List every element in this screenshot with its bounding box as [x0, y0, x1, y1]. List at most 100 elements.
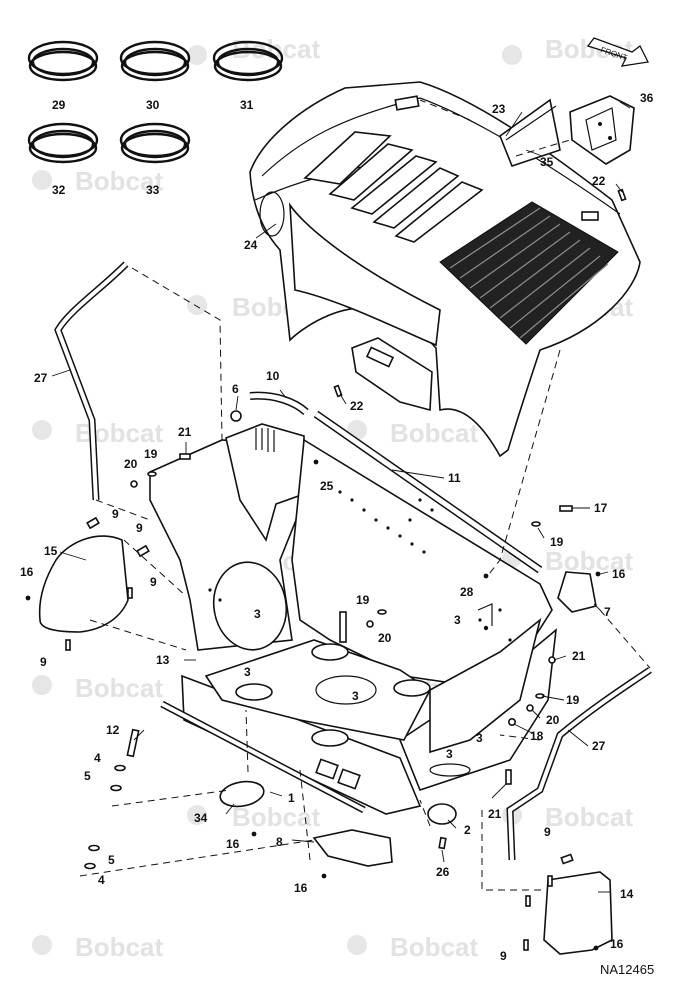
- callout-12: 12: [106, 723, 120, 737]
- callout-28: 28: [460, 585, 474, 599]
- callout-16e: 16: [610, 937, 624, 951]
- watermark-text: Bobcat: [75, 418, 163, 448]
- callout-20a: 20: [124, 457, 138, 471]
- cover-vent-slots: [303, 131, 484, 243]
- callout-3e: 3: [476, 731, 483, 745]
- watermark-logo-icon: [187, 295, 207, 315]
- bracket-36: [569, 95, 635, 165]
- watermark-text: Bobcat: [390, 418, 478, 448]
- washer-icon: [110, 784, 122, 792]
- callout-17: 17: [594, 501, 608, 515]
- callout-16b: 16: [612, 567, 626, 581]
- plate-7: [557, 571, 597, 613]
- callout-21a: 21: [178, 425, 192, 439]
- watermark-logo-icon: [32, 935, 52, 955]
- bolt-icon: [438, 836, 447, 850]
- callout-35: 35: [540, 155, 554, 169]
- seal-coil-30: [119, 40, 191, 82]
- support-23: [499, 98, 561, 167]
- washer-icon: [147, 471, 157, 477]
- watermark-logo-icon: [32, 170, 52, 190]
- plate-14: [523, 853, 613, 955]
- nut-icon: [507, 717, 516, 726]
- drawing-code: NA12465: [600, 962, 654, 977]
- bolt-icon: [333, 384, 343, 398]
- callout-4b: 4: [98, 873, 105, 887]
- watermark-logo-icon: [187, 45, 207, 65]
- callout-16a: 16: [20, 565, 34, 579]
- bolt-icon: [126, 728, 140, 758]
- callout-20b: 20: [378, 631, 392, 645]
- dashed-leader-lines: [79, 99, 651, 891]
- callout-9a: 9: [112, 507, 119, 521]
- watermark-text: Bobcat: [75, 673, 163, 703]
- callout-4a: 4: [94, 751, 101, 765]
- fasteners: [25, 188, 627, 951]
- callout-labels: 29 30 31 32 33 24 23 36 35 22 27 10 6 22…: [20, 91, 654, 963]
- plate-15: [38, 516, 150, 651]
- callout-16d: 16: [294, 881, 308, 895]
- watermark-text: Bobcat: [75, 932, 163, 962]
- callout-26: 26: [436, 865, 450, 879]
- callout-31: 31: [240, 98, 254, 112]
- watermark-logo-icon: [32, 675, 52, 695]
- callout-3c: 3: [244, 665, 251, 679]
- callout-8: 8: [276, 835, 283, 849]
- callout-21c: 21: [488, 807, 502, 821]
- nut-icon: [366, 620, 374, 628]
- washer-icon: [84, 862, 96, 870]
- callout-6: 6: [232, 382, 239, 396]
- hopper-box-fin-icon: [255, 428, 275, 452]
- nut-icon: [130, 480, 138, 488]
- plate-8: [312, 829, 393, 867]
- seal-coil-33: [119, 122, 191, 164]
- washer-icon: [114, 764, 126, 772]
- callout-15: 15: [44, 544, 58, 558]
- seal-coil-29: [27, 40, 99, 82]
- callout-19d: 19: [566, 693, 580, 707]
- crossbar-1: [160, 700, 366, 814]
- callout-19a: 19: [144, 447, 158, 461]
- plate-34: [219, 780, 265, 808]
- watermark-logo-icon: [32, 420, 52, 440]
- callout-3b: 3: [254, 607, 261, 621]
- callout-27b: 27: [592, 739, 606, 753]
- callout-2: 2: [464, 823, 471, 837]
- washer-icon: [88, 844, 100, 852]
- callout-3a: 3: [454, 613, 461, 627]
- engine-cover-24: [249, 81, 641, 458]
- callout-3d: 3: [352, 689, 359, 703]
- cover-grille: [439, 201, 619, 345]
- seal-strip-27-left: [54, 261, 129, 501]
- callout-9e: 9: [544, 825, 551, 839]
- callout-30: 30: [146, 98, 160, 112]
- plug-2: [427, 803, 457, 825]
- watermark-text: Bobcat: [545, 546, 633, 576]
- callout-22a: 22: [592, 174, 606, 188]
- seal-10: [249, 391, 309, 416]
- callout-14: 14: [620, 887, 634, 901]
- seal-strip-11: [313, 410, 543, 574]
- callout-25: 25: [320, 479, 334, 493]
- callout-33: 33: [146, 183, 160, 197]
- callout-22b: 22: [350, 399, 364, 413]
- callout-19c: 19: [356, 593, 370, 607]
- seal-coil-32: [27, 122, 99, 164]
- callout-16c: 16: [226, 837, 240, 851]
- bolt-icon: [617, 188, 627, 202]
- callout-9b: 9: [136, 521, 143, 535]
- callout-23: 23: [492, 102, 506, 116]
- watermark-logo-icon: [347, 935, 367, 955]
- washer-icon: [377, 609, 387, 615]
- callout-29: 29: [52, 98, 66, 112]
- callout-5b: 5: [108, 853, 115, 867]
- seal-strip-27-right: [506, 667, 652, 861]
- callout-10: 10: [266, 369, 280, 383]
- watermark-text: Bobcat: [390, 932, 478, 962]
- bolt-icon: [559, 505, 573, 512]
- callout-1: 1: [288, 791, 295, 805]
- callout-20c: 20: [546, 713, 560, 727]
- nut-icon: [230, 410, 242, 422]
- washer-icon: [531, 521, 541, 527]
